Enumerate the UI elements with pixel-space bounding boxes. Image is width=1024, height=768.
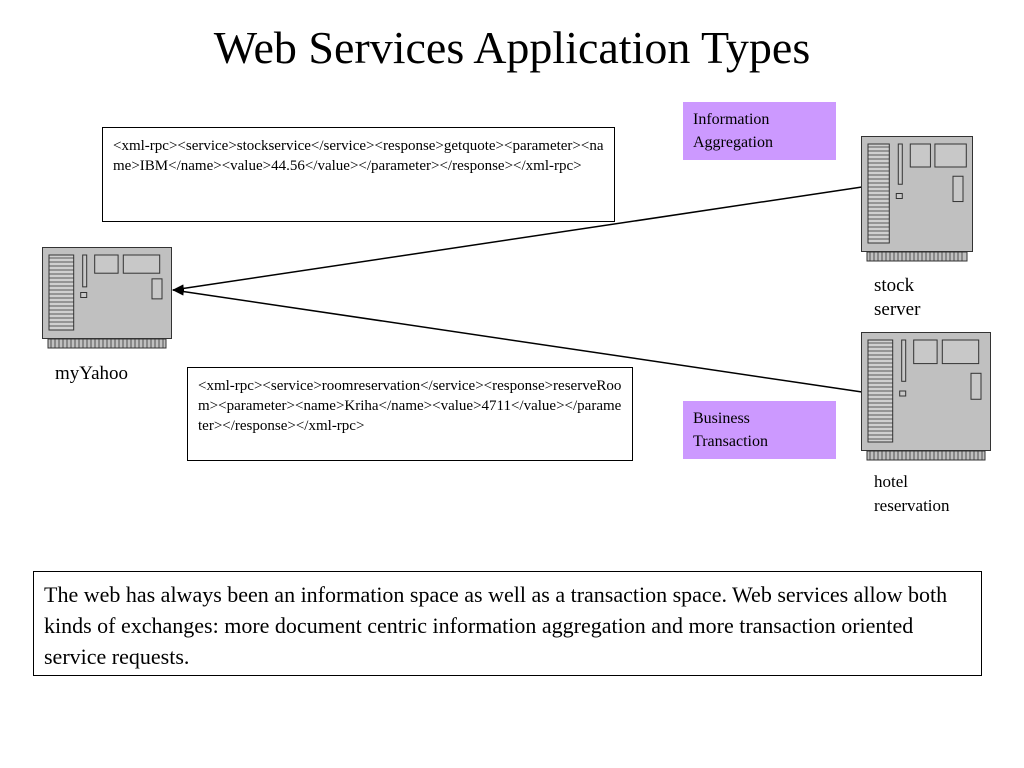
tag-line: Aggregation (693, 134, 773, 151)
tag-information-aggregation: Information Aggregation (683, 102, 836, 160)
label-line: stock (874, 275, 915, 296)
label-line: reservation (874, 496, 950, 515)
stock-request-box: <xml-rpc><service>stockservice</service>… (102, 127, 615, 222)
label-hotel-reservation: hotel reservation (874, 470, 950, 518)
server-icon-hotel (861, 332, 991, 461)
label-line: server (874, 299, 921, 320)
label-myyahoo: myYahoo (55, 363, 129, 384)
label-stock-server: stock server (874, 274, 920, 322)
summary-text: The web has always been an information s… (33, 571, 982, 676)
arrow-stock-to-myyahoo (172, 186, 863, 293)
server-icon-myyahoo (42, 247, 172, 349)
tag-business-transaction: Business Transaction (683, 401, 836, 459)
tag-line: Transaction (693, 433, 768, 450)
hotel-request-box: <xml-rpc><service>roomreservation</servi… (187, 367, 633, 461)
arrow-hotel-to-myyahoo (172, 287, 863, 393)
server-icon-stock (861, 136, 973, 262)
slide-title: Web Services Application Types (213, 22, 811, 73)
label-line: hotel (874, 472, 908, 491)
tag-line: Information (693, 111, 770, 128)
tag-line: Business (693, 410, 750, 427)
